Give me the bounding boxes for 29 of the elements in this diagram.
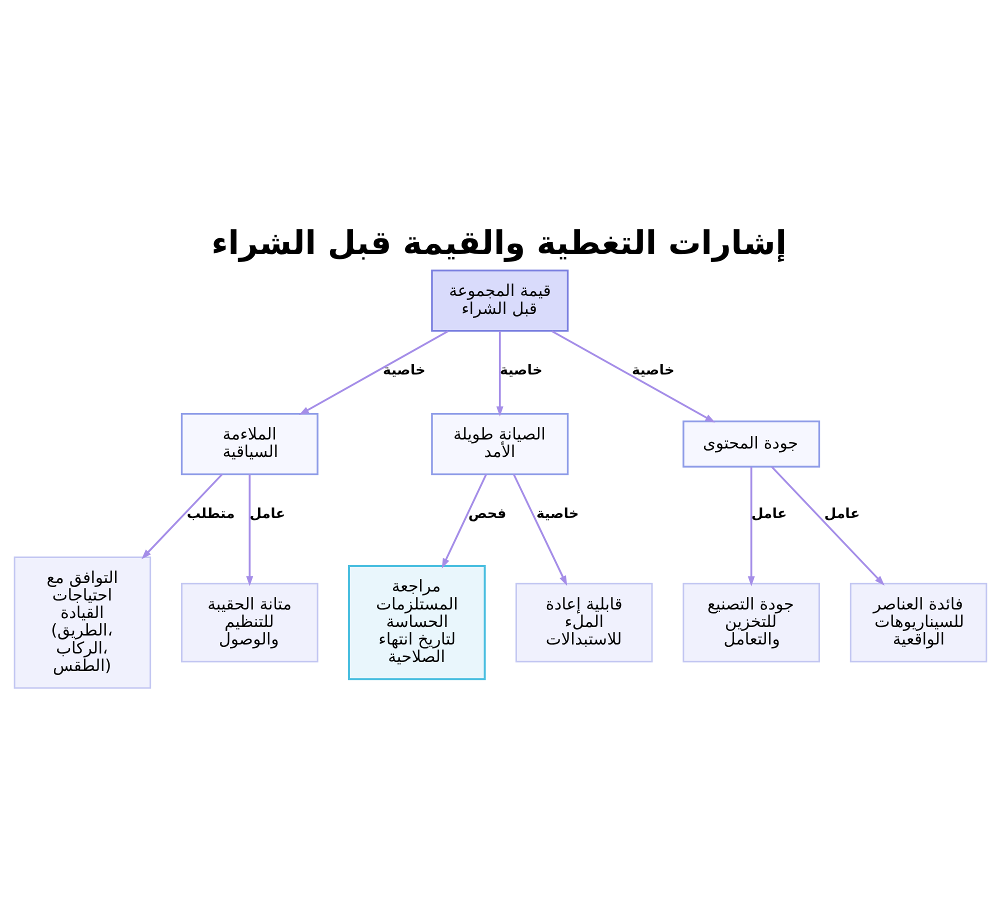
edge-label: خاصية xyxy=(536,505,578,522)
node-box: متانة الحقيبة للتنظيم والوصول xyxy=(180,582,318,662)
node-box: الصيانة طويلة الأمد xyxy=(430,412,568,475)
arrow xyxy=(512,473,567,586)
node-box: الملاءمة السياقية xyxy=(180,412,318,475)
node-box: قابلية إعادة الملء للاستبدالات xyxy=(514,582,652,662)
node-box: قيمة المجموعة قبل الشراء xyxy=(430,269,568,332)
arrow xyxy=(747,466,754,586)
edge-label: متطلب xyxy=(186,505,234,522)
edge-label: خاصية xyxy=(499,362,542,378)
arrow xyxy=(298,330,448,415)
edge-label: عامل xyxy=(249,505,285,522)
arrow xyxy=(246,474,253,586)
arrow xyxy=(441,473,487,568)
edge-label: خاصية xyxy=(631,362,674,378)
edge-label: فحص xyxy=(468,505,506,522)
node-box: جودة المحتوى xyxy=(682,420,820,468)
arrow xyxy=(551,330,715,422)
arrow xyxy=(140,473,222,559)
arrow xyxy=(496,330,503,416)
node-box: جودة التصنيع للتخزين والتعامل xyxy=(682,582,820,662)
node-box: فائدة العناصر للسيناريوهات الواقعية xyxy=(849,582,987,662)
diagram-title: إشارات التغطية والقيمة قبل الشراء xyxy=(210,223,786,262)
node-box: مراجعة المستلزمات الحساسة لتاريخ انتهاء الصلاحية xyxy=(348,564,486,680)
node-box: التوافق مع احتياجات القيادة (الطريق، الركاب، الطقس) xyxy=(13,556,151,688)
edge-label: عامل xyxy=(750,505,786,522)
arrow xyxy=(770,466,884,586)
edge-label: عامل xyxy=(824,505,860,522)
edge-label: خاصية xyxy=(382,362,426,378)
